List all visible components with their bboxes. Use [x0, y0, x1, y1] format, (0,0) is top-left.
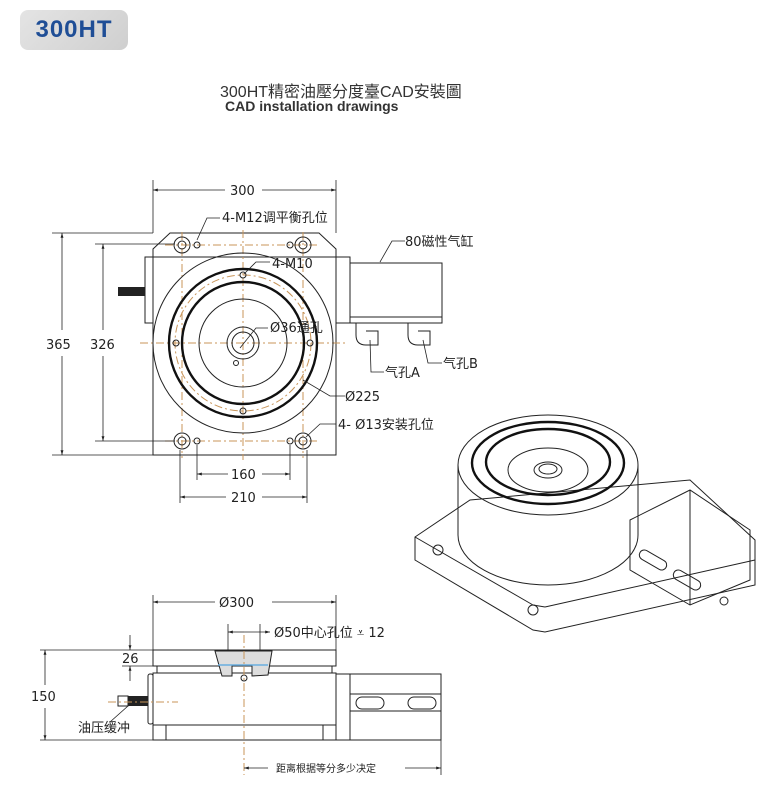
dim-height-inner: 326 — [90, 338, 115, 353]
dim-height-150: 150 — [31, 690, 56, 705]
isometric-view — [414, 414, 756, 633]
label-cylinder: 80磁性气缸 — [405, 234, 474, 250]
model-badge: 300HT — [20, 10, 128, 50]
dim-width: 300 — [230, 184, 255, 199]
label-damper: 油压缓冲 — [78, 721, 130, 736]
label-distance: 距离根据等分多少决定 — [276, 762, 376, 775]
dim-plate-26: 26 — [122, 652, 139, 667]
drawing-title-cn: 300HT精密油壓分度臺CAD安裝圖 — [220, 84, 462, 101]
dim-diameter-300: Ø300 — [219, 596, 254, 611]
label-through-hole: Ø36通孔 — [270, 321, 323, 336]
model-label: 300HT — [35, 16, 113, 43]
label-mount-holes: 4- Ø13安装孔位 — [338, 418, 434, 433]
label-m10: 4-M10 — [272, 257, 313, 272]
top-view: 300 365 326 160 210 4-M12调平衡孔位 4-M10 Ø36… — [46, 180, 478, 506]
label-pcd: Ø225 — [345, 390, 380, 405]
dim-hole-spacing-210: 210 — [231, 491, 256, 506]
dim-height-outer: 365 — [46, 338, 71, 353]
side-view: Ø300 Ø50中心孔位 ⩡ 12 26 150 油压缓冲 距离根据等分多少决定 — [31, 595, 442, 775]
dim-hole-spacing-160: 160 — [231, 468, 256, 483]
cylinder-flange — [335, 256, 351, 324]
label-center-hole: Ø50中心孔位 ⩡ 12 — [274, 626, 385, 641]
drawing-title-en: CAD installation drawings — [225, 98, 399, 114]
label-balance-holes: 4-M12调平衡孔位 — [222, 211, 328, 226]
label-port-a: 气孔A — [385, 365, 420, 381]
cylinder-body — [349, 262, 443, 324]
label-port-b: 气孔B — [443, 356, 478, 372]
damper-bolt — [118, 287, 145, 296]
